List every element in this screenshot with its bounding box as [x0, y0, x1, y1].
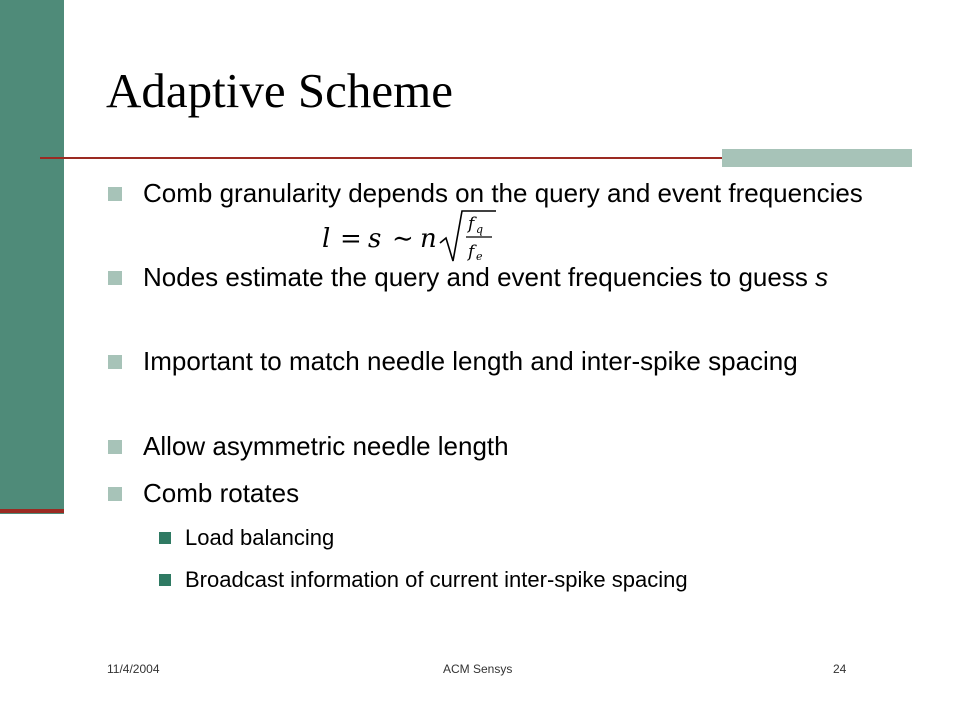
slide-title: Adaptive Scheme — [106, 63, 453, 118]
left-sidebar-band — [0, 0, 64, 514]
title-underline-rule — [40, 157, 912, 159]
formula-fe-sub: e — [476, 250, 483, 263]
formula-n: n — [420, 224, 437, 254]
sub-bullet-marker — [159, 574, 171, 586]
formula-sqrt-sign — [439, 210, 496, 262]
bullet-text: Important to match needle length and int… — [143, 346, 798, 376]
bullet-marker — [108, 440, 122, 454]
bullet-marker — [108, 187, 122, 201]
bullet-text: Comb rotates — [143, 478, 300, 508]
formula-fq-f: f — [466, 214, 477, 234]
bullet-item: Comb rotates — [143, 477, 903, 510]
sub-bullet-marker — [159, 532, 171, 544]
bullet-item: Allow asymmetric needle length — [143, 430, 903, 463]
bullet-marker — [108, 487, 122, 501]
formula-fq-sub: q — [476, 223, 483, 236]
bullet-text: Comb granularity depends on the query an… — [143, 178, 863, 208]
bullet-item: Nodes estimate the query and event frequ… — [143, 261, 903, 294]
formula-s: s — [368, 224, 381, 254]
frequency-formula: l = s ∼ n f q f e — [322, 210, 496, 263]
formula-sim: ∼ — [392, 224, 414, 254]
sub-bullet-text: Load balancing — [185, 525, 335, 550]
formula-l: l — [322, 224, 330, 254]
bullet-marker — [108, 271, 122, 285]
footer-center: ACM Sensys — [443, 662, 513, 676]
bullet-text: Allow asymmetric needle length — [143, 431, 509, 461]
sub-bullet-text: Broadcast information of current inter-s… — [185, 567, 688, 592]
footer-date: 11/4/2004 — [107, 662, 160, 676]
bullet-text: Nodes estimate the query and event frequ… — [143, 262, 816, 292]
bullet-marker — [108, 355, 122, 369]
bullet-item: Comb granularity depends on the query an… — [143, 177, 903, 210]
sidebar-bottom-rule — [0, 509, 64, 513]
formula-fe-f: f — [466, 242, 477, 262]
footer-page-number: 24 — [833, 662, 847, 676]
bullet-emphasis: s — [815, 262, 829, 292]
formula-equals: = — [340, 224, 362, 254]
title-accent-bar — [722, 149, 912, 167]
bullet-item: Important to match needle length and int… — [143, 345, 903, 378]
